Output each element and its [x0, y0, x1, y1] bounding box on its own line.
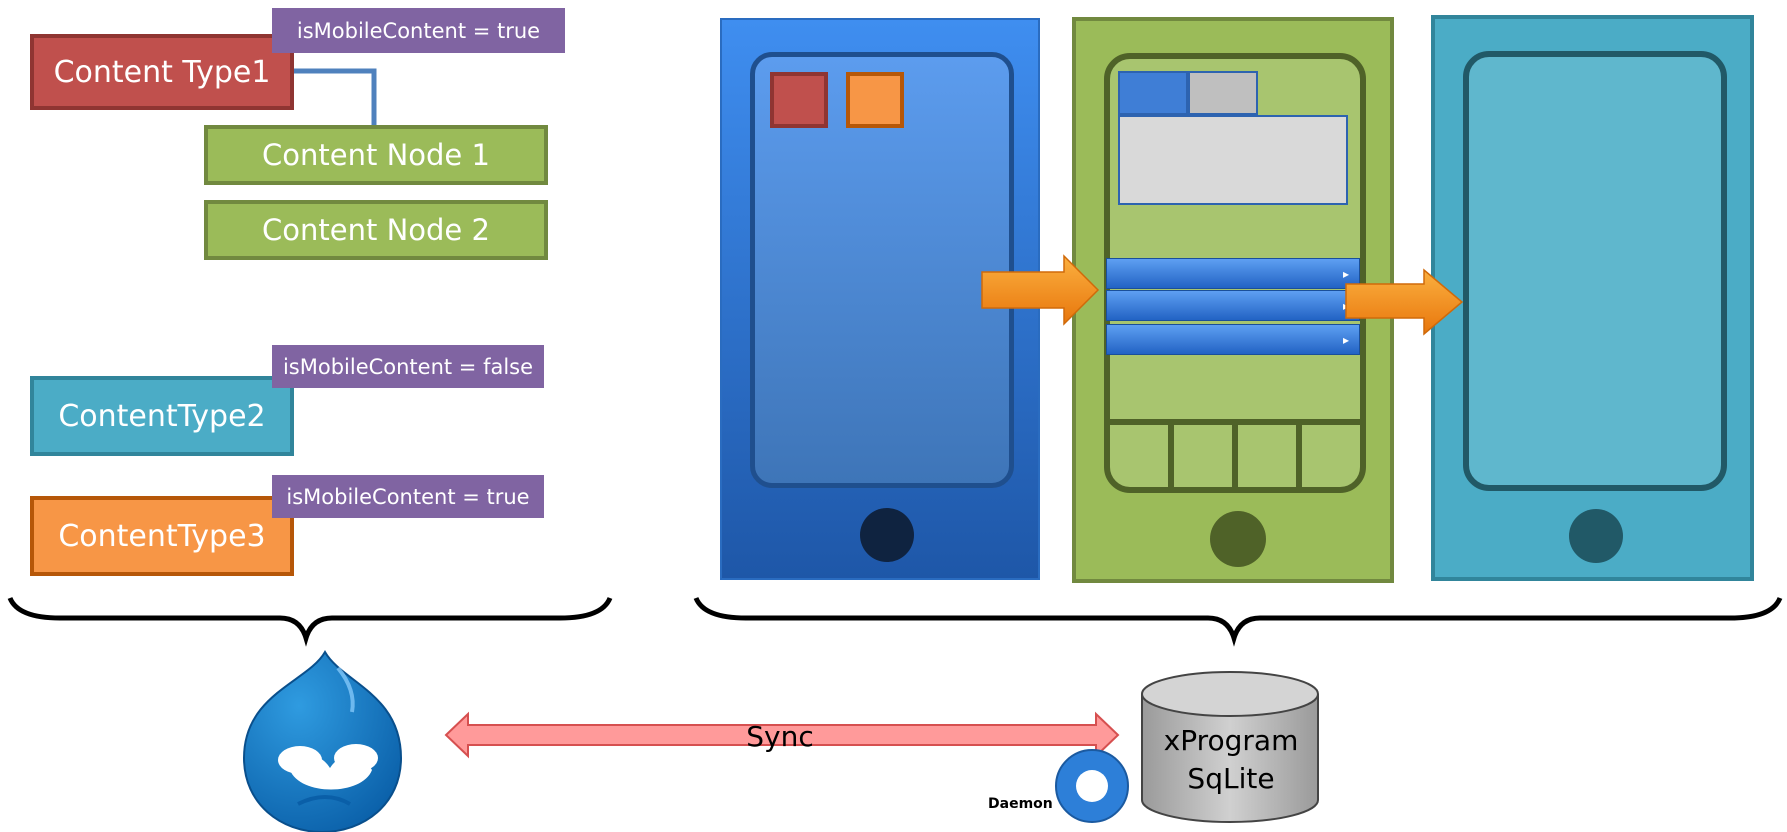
database-cylinder-icon [1141, 671, 1319, 823]
list-row: ▸ [1106, 290, 1360, 321]
is-mobile-flag-2: isMobileContent = false [272, 345, 544, 388]
mini-content-panel [1118, 115, 1348, 205]
tab-cell [1238, 425, 1302, 487]
is-mobile-flag-3: isMobileContent = true [272, 475, 544, 518]
content-type-2-box: ContentType2 [30, 376, 294, 456]
content-node-1-box: Content Node 1 [204, 125, 548, 185]
content-node-2-box: Content Node 2 [204, 200, 548, 260]
sync-label: Sync [746, 719, 814, 753]
right-group-brace [693, 596, 1783, 647]
phone-teal [1431, 15, 1754, 581]
left-group-brace [7, 596, 613, 647]
red-tile-icon [770, 72, 828, 128]
phone-teal-home-button [1569, 509, 1623, 563]
tab-cell [1174, 425, 1238, 487]
content-type-3-box: ContentType3 [30, 496, 294, 576]
phone-teal-screen [1463, 51, 1727, 491]
tab-cell [1110, 425, 1174, 487]
mini-tab-inactive [1188, 71, 1258, 115]
is-mobile-flag-1: isMobileContent = true [272, 8, 565, 53]
flow-arrow-1 [981, 254, 1100, 326]
orange-tile-icon [846, 72, 904, 128]
drupal-drop-icon [242, 649, 403, 832]
phone-green-home-button [1210, 511, 1266, 567]
flow-arrow-2 [1345, 268, 1464, 336]
content-type-1-box: Content Type1 [30, 34, 294, 110]
daemon-label: Daemon [988, 796, 1053, 812]
daemon-ring-icon [1055, 749, 1129, 823]
chevron-right-icon: ▸ [1342, 266, 1349, 281]
list-row: ▸ [1106, 324, 1360, 355]
mini-tab-active [1118, 71, 1188, 115]
chevron-right-icon: ▸ [1342, 332, 1349, 347]
database-label: xProgram SqLite [1163, 724, 1299, 795]
phone-blue-home-button [860, 508, 914, 562]
phone-green-tab-bar [1110, 419, 1360, 487]
sync-arrow [444, 711, 1120, 759]
list-row: ▸ [1106, 258, 1360, 289]
